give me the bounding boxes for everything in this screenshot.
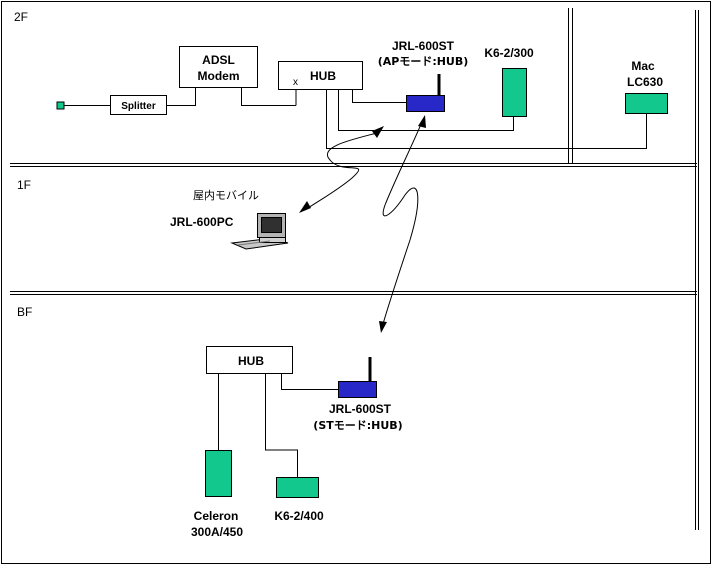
adsl-modem-label-line2: Modem [198,69,240,83]
ap-label-line2: (APモード:HUB) [378,55,469,68]
arrowhead-ap-mobile-top [372,126,384,138]
arrowhead-ap-st-top [418,115,426,128]
splitter-box [110,95,167,115]
k6-400-desktop [276,477,319,498]
hub-bf-box [206,346,293,374]
hub-bf-label: HUB [238,354,264,368]
hub-2f-label: HUB [310,69,336,83]
floor-label-1f: 1F [17,178,31,192]
celeron-tower [205,450,232,497]
celeron-label-line2: 300A/450 [191,525,243,539]
k6-400-label: K6-2/400 [274,509,324,523]
wall-jack-icon [56,101,65,110]
celeron-label-line1: Celeron [194,509,239,523]
floor-divider-2f-1f [10,163,697,167]
ap-label-line1: JRL-600ST [392,39,455,53]
mobile-caption: 屋内モバイル [193,188,259,202]
mac-label-line1: Mac [631,59,655,73]
k6-300-tower [502,68,527,117]
wiring-bf [218,373,338,478]
arrowhead-ap-st-bottom [379,321,387,333]
adsl-modem-box [179,46,258,88]
adsl-modem-label-line1: ADSL [202,53,235,67]
right-wall [695,10,699,530]
hub-2f-box [278,61,363,90]
wiring-2f [64,87,647,149]
st-radio-unit [338,381,377,398]
floor-label-2f: 2F [14,10,28,24]
pc-label: JRL-600PC [170,215,234,229]
floor-label-bf: BF [17,305,32,319]
arrowhead-ap-mobile-bottom [299,201,311,213]
st-label-line2: (STモード:HUB) [313,419,402,432]
mac-label-line2: LC630 [627,75,663,89]
mac-desktop [625,93,668,114]
floor-divider-1f-bf [10,291,697,295]
k6-300-label: K6-2/300 [484,46,534,60]
laptop-icon [230,213,289,250]
wireless-link-ap-to-st [382,121,423,325]
splitter-label: Splitter [121,101,156,112]
room-divider-2f [568,8,573,163]
wireless-link-ap-to-mobile [304,132,378,211]
ap-radio-unit [406,95,445,112]
st-label-line1: JRL-600ST [329,402,392,416]
hub-port-mark: x [293,77,298,88]
